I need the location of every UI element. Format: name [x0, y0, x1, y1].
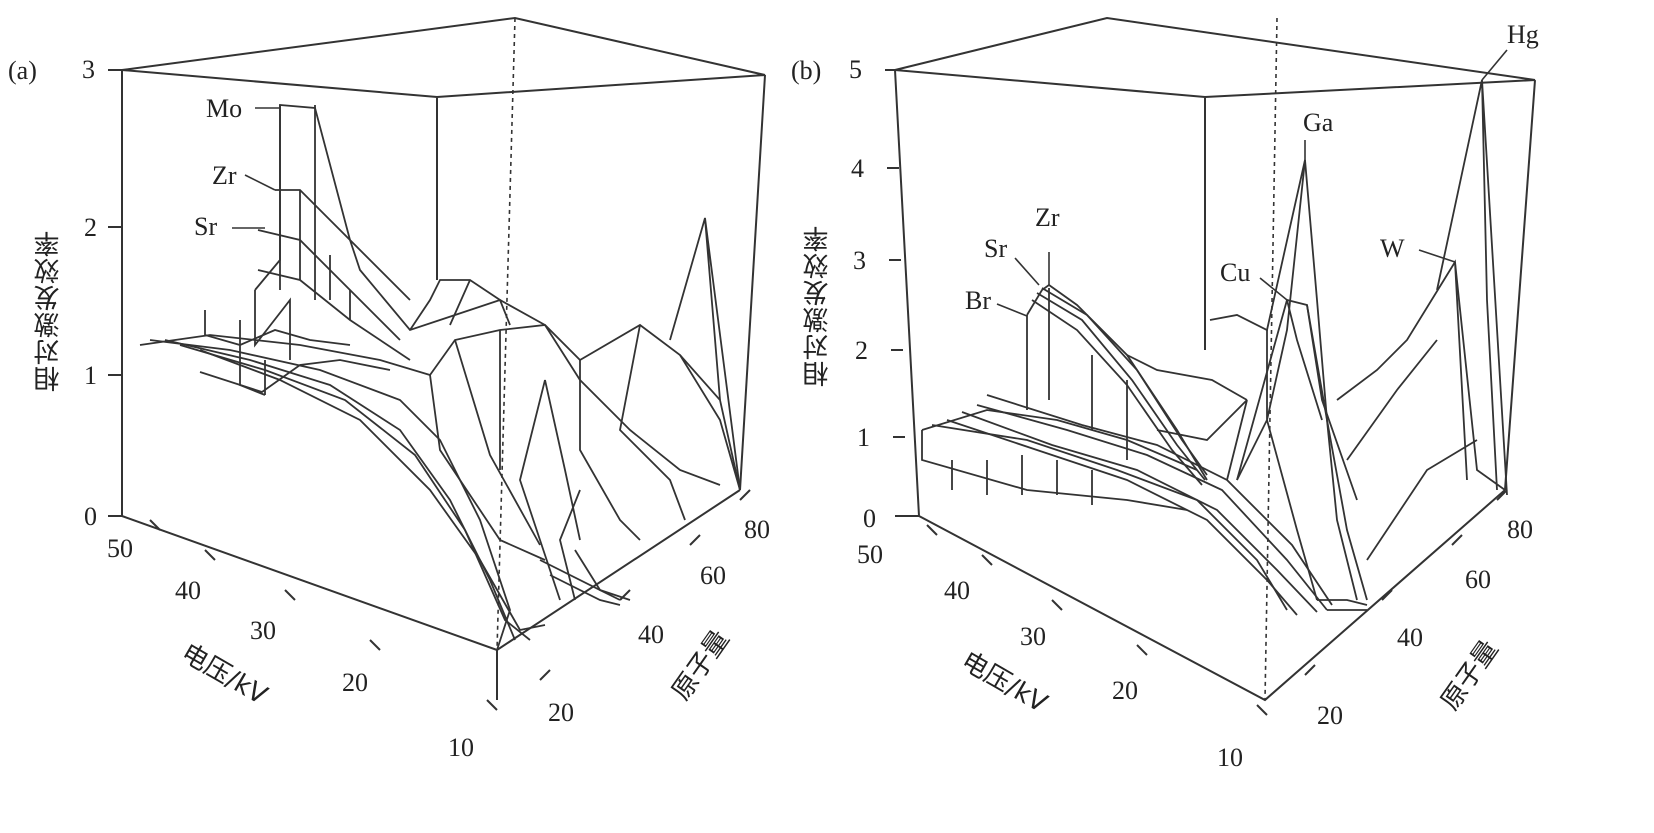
- y-tick-label: 40: [638, 620, 664, 649]
- z-tick-label: 1: [84, 361, 97, 390]
- sr-leader: [1014, 257, 1040, 286]
- x-tick-label: 50: [107, 534, 133, 563]
- x-axis-ticks: [149, 519, 498, 711]
- x-tick-label: 40: [944, 576, 970, 605]
- surface-mesh-b: [921, 79, 1508, 616]
- z-tick-label: 5: [849, 55, 862, 84]
- annotation-zr: Zr: [212, 161, 237, 190]
- x-tick-label: 30: [1020, 622, 1046, 651]
- x-tick-label: 10: [448, 733, 474, 762]
- z-tick-label: 2: [84, 213, 97, 242]
- annotation-hg: Hg: [1507, 20, 1539, 49]
- y-tick-label: 60: [700, 561, 726, 590]
- annotation-mo: Mo: [206, 94, 243, 123]
- x-tick-label: 30: [250, 616, 276, 645]
- cu-leader: [1259, 277, 1288, 301]
- y-tick-label: 20: [548, 698, 574, 727]
- annotation-sr: Sr: [984, 234, 1008, 263]
- y-tick-label: 20: [1317, 701, 1343, 730]
- z-tick-label: 3: [82, 55, 95, 84]
- chart-panel-a: (a) 3 2 1 0 相对激发效率 50 40 30 20 10 电压/kV …: [8, 16, 770, 762]
- x-tick-label: 20: [342, 668, 368, 697]
- z-axis-label: 相对激发效率: [34, 230, 64, 392]
- panel-label-a: (a): [8, 56, 37, 85]
- z-tick-label: 0: [84, 502, 97, 531]
- annotation-cu: Cu: [1220, 258, 1251, 287]
- y-axis-ticks: [539, 489, 751, 681]
- x-tick-label: 40: [175, 576, 201, 605]
- z-tick-label: 3: [853, 246, 866, 275]
- annotation-ga: Ga: [1303, 108, 1334, 137]
- x-axis-ticks: [926, 524, 1268, 716]
- annotation-sr: Sr: [194, 212, 218, 241]
- box-frame: [121, 16, 766, 700]
- hg-leader: [1481, 49, 1508, 81]
- w-leader: [1418, 249, 1456, 263]
- annotation-br: Br: [965, 286, 991, 315]
- x-tick-label: 10: [1217, 743, 1243, 772]
- chart-panel-b: (b) 5 4 3 2 1 0 相对激发效率 50 40 30 20 10 电压…: [791, 0, 1654, 833]
- z-tick-label: 1: [857, 423, 870, 452]
- x-tick-label: 50: [857, 540, 883, 569]
- z-axis-label: 相对激发效率: [803, 225, 833, 387]
- hidden-edge: [1264, 17, 1278, 701]
- y-tick-label: 80: [1507, 515, 1533, 544]
- y-axis-ticks: [1304, 489, 1508, 676]
- box-frame: [894, 16, 1536, 702]
- annotation-w: W: [1380, 234, 1405, 263]
- z-axis-ticks: [885, 69, 919, 517]
- y-tick-label: 40: [1397, 623, 1423, 652]
- y-tick-label: 80: [744, 515, 770, 544]
- y-tick-label: 60: [1465, 565, 1491, 594]
- annotation-zr: Zr: [1035, 203, 1060, 232]
- zr-leader: [244, 174, 276, 191]
- z-tick-label: 2: [855, 336, 868, 365]
- br-leader: [996, 303, 1028, 317]
- z-tick-label: 4: [851, 154, 864, 183]
- z-axis-ticks: [108, 69, 122, 517]
- surface-plot-b: [885, 16, 1536, 716]
- hidden-edge: [496, 17, 516, 651]
- surface-mesh-a: [139, 104, 741, 651]
- x-tick-label: 20: [1112, 676, 1138, 705]
- z-tick-label: 0: [863, 504, 876, 533]
- surface-plot-a: [108, 16, 766, 711]
- panel-label-b: (b): [791, 56, 822, 85]
